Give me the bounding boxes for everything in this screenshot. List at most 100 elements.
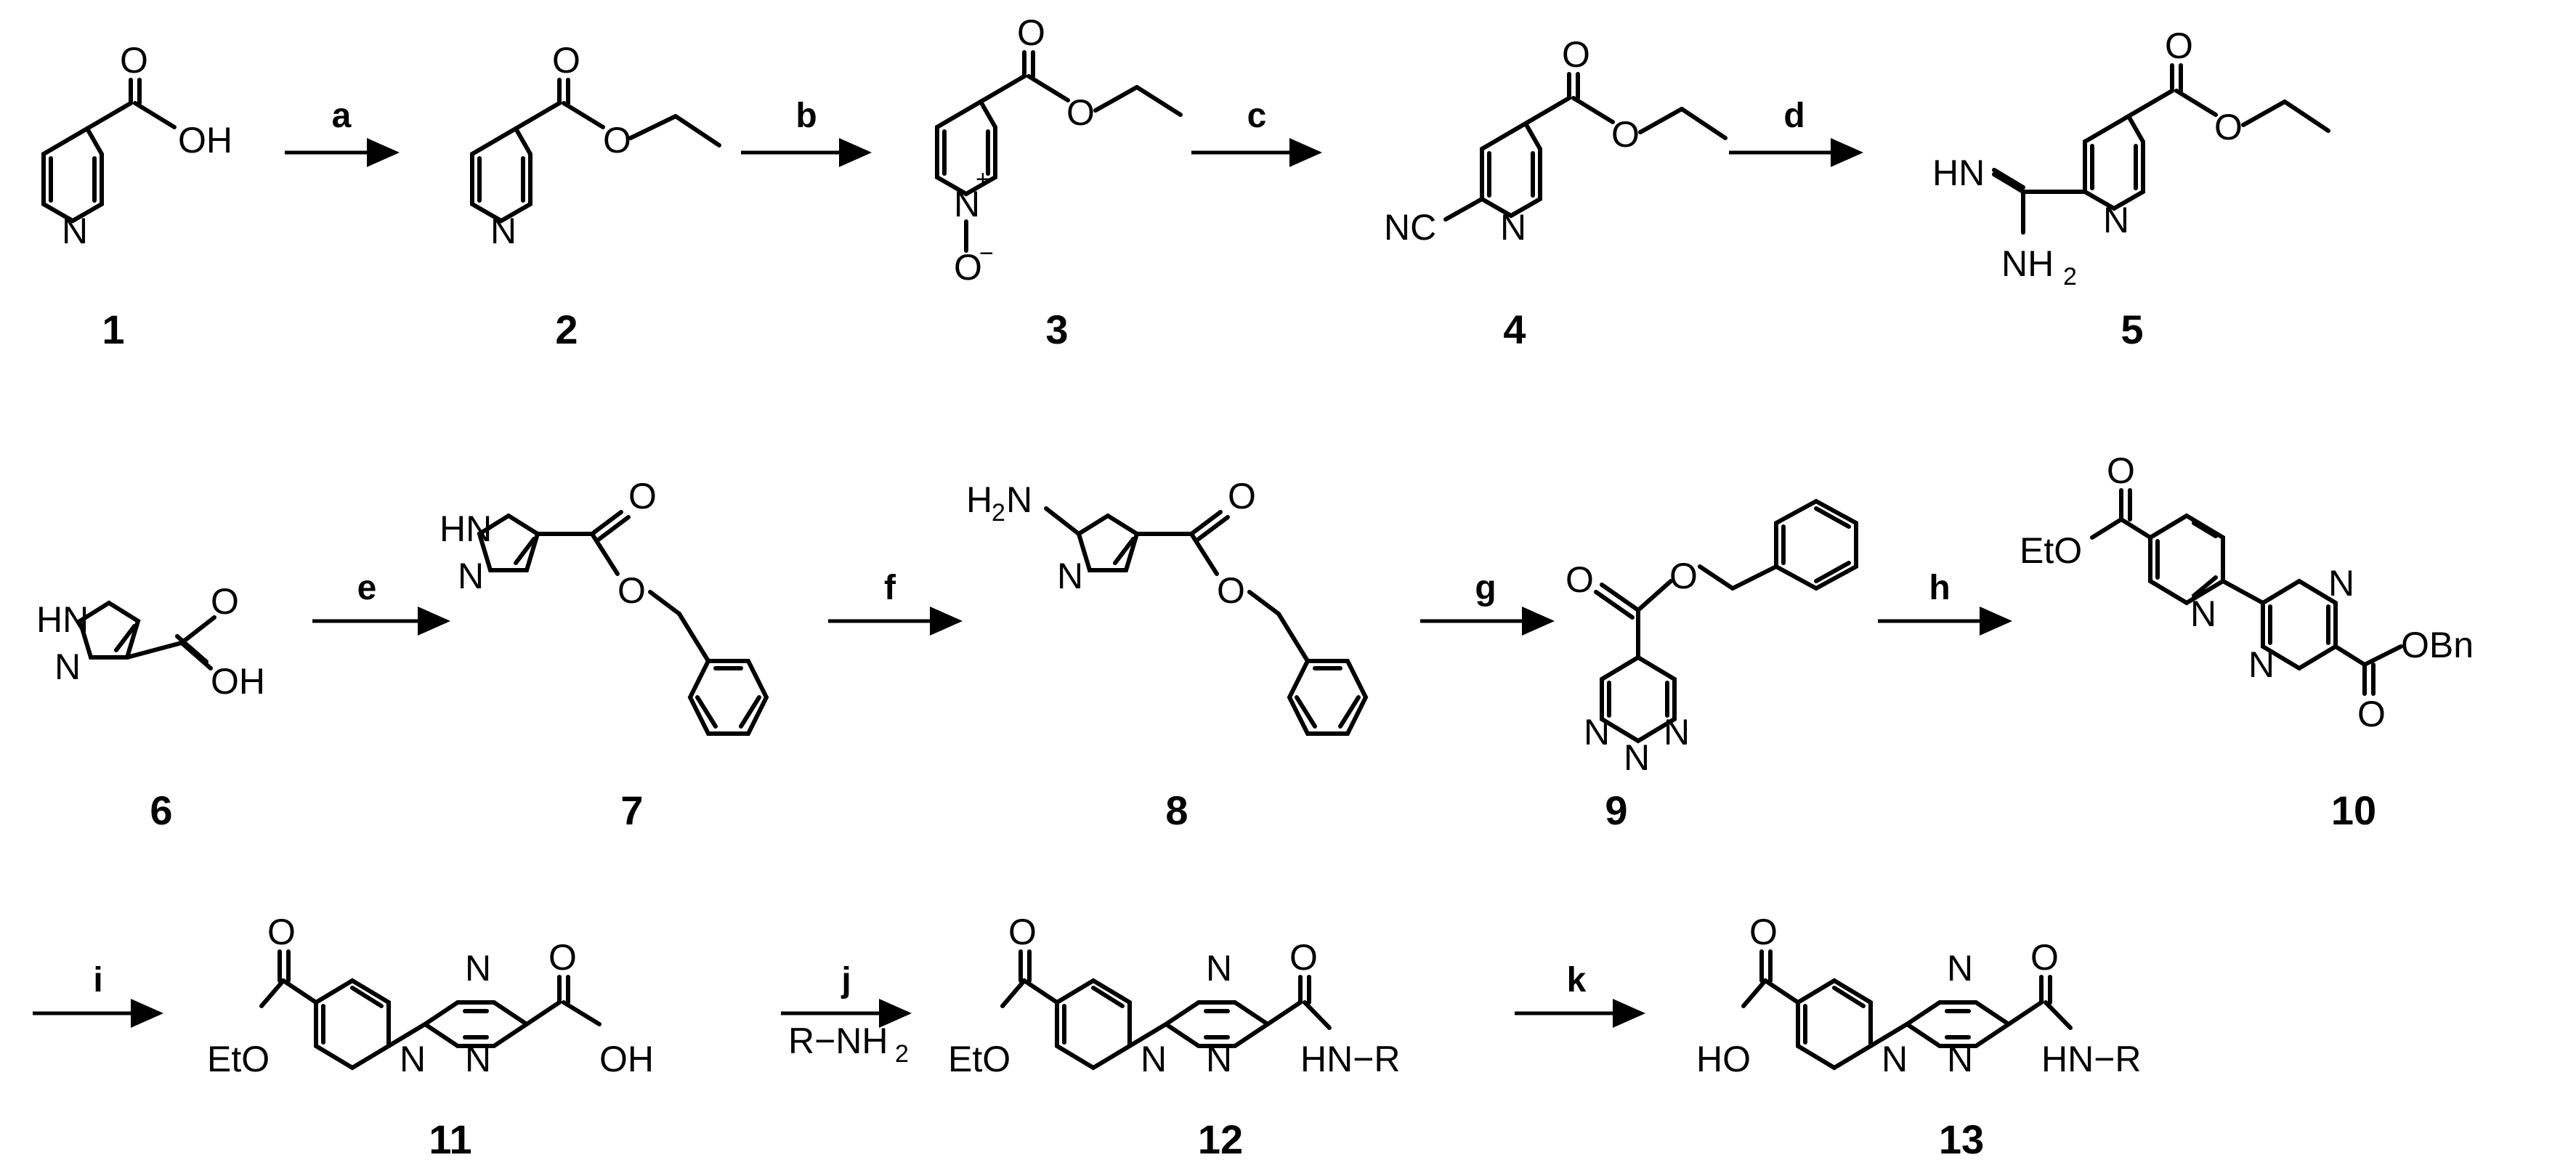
step-label: a — [332, 97, 352, 135]
step-label: h — [1929, 569, 1950, 607]
atom-subscript: 2 — [992, 499, 1005, 527]
compound-4-structure: O O N NC — [1384, 34, 1728, 248]
compound-7-structure: HN N O O — [440, 476, 769, 736]
compound-1-structure: O OH N — [41, 40, 232, 251]
atom-o: O — [603, 120, 631, 161]
atom-n: N — [1206, 1039, 1232, 1079]
step-label: i — [93, 961, 102, 999]
atom-o: O — [1289, 937, 1318, 978]
compound-label: 7 — [620, 787, 643, 833]
atom-o: O — [1017, 12, 1045, 53]
atom-n: N — [1006, 479, 1032, 520]
atom-hn: HN — [36, 599, 89, 640]
atom-o: O — [552, 40, 580, 81]
step-label: d — [1783, 97, 1805, 135]
charge-minus: − — [979, 240, 994, 267]
compound-label: 1 — [102, 307, 124, 352]
atom-n: N — [465, 1039, 491, 1079]
atom-eto: EtO — [948, 1039, 1010, 1079]
atom-n: N — [1947, 1039, 1973, 1079]
step-label: k — [1567, 961, 1587, 999]
atom-subscript: 2 — [2063, 263, 2077, 291]
atom-oh: OH — [211, 661, 265, 702]
atom-o: O — [1562, 34, 1590, 75]
charge-plus: + — [976, 166, 990, 193]
compound-label: 10 — [2331, 787, 2376, 833]
compound-2-structure: O O N — [470, 40, 721, 251]
atom-o: O — [120, 40, 148, 81]
atom-n: N — [465, 948, 491, 989]
atom-o: O — [2357, 694, 2386, 734]
atom-h: H — [966, 479, 992, 520]
atom-n: N — [2103, 200, 2129, 240]
atom-n: N — [2190, 593, 2216, 634]
compound-11-structure: O EtO N N N O OH — [207, 912, 654, 1079]
atom-o: O — [1566, 559, 1594, 600]
atom-eto: EtO — [207, 1039, 270, 1079]
atom-o: O — [617, 570, 646, 611]
atom-o: O — [211, 581, 239, 622]
compound-9-structure: O O N N N — [1566, 498, 1858, 778]
atom-o: O — [1217, 570, 1245, 611]
atom-oh: OH — [178, 120, 232, 161]
compound-12-structure: O EtO N N N O HN−R — [948, 912, 1401, 1079]
step-reagent-subscript: 2 — [895, 1040, 909, 1068]
atom-n: N — [458, 556, 484, 596]
atom-n: N — [954, 184, 980, 224]
atom-eto: EtO — [2020, 530, 2082, 571]
atom-o: O — [2107, 450, 2135, 491]
atom-o: O — [1066, 92, 1095, 133]
atom-o: O — [548, 937, 577, 978]
atom-n: N — [1500, 207, 1526, 248]
step-label: c — [1247, 97, 1267, 135]
atom-hn: HN — [440, 508, 492, 549]
atom-n: N — [1141, 1039, 1167, 1079]
atom-o: O — [2214, 107, 2243, 147]
atom-hn-r: HN−R — [1300, 1039, 1401, 1079]
atom-n: N — [1664, 712, 1690, 753]
compound-6-structure: HN N O OH — [36, 581, 265, 702]
atom-o: O — [2165, 25, 2193, 66]
compound-label: 3 — [1045, 307, 1068, 352]
atom-nc: NC — [1384, 207, 1436, 248]
atom-n: N — [490, 211, 517, 251]
step-label: e — [357, 569, 377, 607]
atom-hn: HN — [1932, 153, 1985, 193]
atom-oh: OH — [599, 1039, 654, 1079]
compound-label: 8 — [1165, 787, 1188, 833]
atom-o: O — [1228, 476, 1256, 516]
atom-hn-r: HN−R — [2041, 1039, 2142, 1079]
atom-n: N — [1584, 712, 1610, 753]
step-label: b — [795, 97, 817, 135]
atom-n: N — [1947, 948, 1973, 989]
compound-label: 11 — [429, 1116, 471, 1162]
atom-n: N — [2328, 563, 2354, 604]
compound-label: 12 — [1198, 1116, 1243, 1162]
atom-o: O — [628, 476, 657, 516]
atom-n: N — [1206, 948, 1232, 989]
step-reagent: R−NH — [788, 1021, 888, 1061]
compound-13-structure: O HO N N N O HN−R — [1696, 912, 2142, 1079]
step-label: j — [841, 961, 851, 999]
atom-nh: NH — [2001, 243, 2054, 284]
step-label: f — [884, 569, 896, 607]
step-label: g — [1475, 569, 1496, 607]
atom-ho: HO — [1696, 1039, 1751, 1079]
compound-8-structure: H 2 N N O O — [966, 476, 1369, 736]
compound-label: 5 — [2121, 307, 2143, 352]
atom-o: O — [2030, 937, 2059, 978]
atom-o: O — [1008, 912, 1037, 952]
atom-n: N — [1882, 1039, 1908, 1079]
atom-n: N — [2248, 644, 2275, 685]
compound-label: 13 — [1939, 1116, 1984, 1162]
compound-10-structure: O EtO N N N OBn O — [2020, 450, 2474, 734]
atom-o: O — [1611, 114, 1640, 155]
compound-label: 2 — [555, 307, 578, 352]
atom-n: N — [62, 211, 88, 251]
compound-label: 4 — [1503, 307, 1526, 352]
atom-n: N — [1624, 737, 1650, 778]
atom-obn: OBn — [2401, 625, 2474, 665]
atom-n: N — [54, 646, 81, 687]
atom-o: O — [1749, 912, 1778, 952]
